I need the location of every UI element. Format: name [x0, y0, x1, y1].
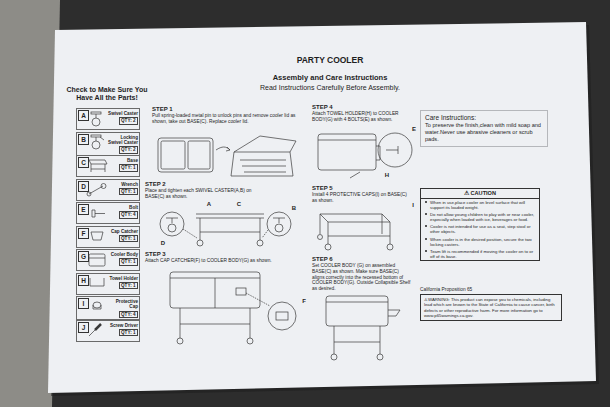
step-text: Attach TOWEL HOLDER(H) to COOLER BODY(G)…	[312, 111, 412, 123]
care-box: Care Instructions:To preserve the finish…	[420, 110, 548, 147]
callout-letter: D	[158, 240, 168, 246]
part-letter: D	[78, 181, 89, 192]
step-heading: STEP 5	[312, 185, 352, 192]
part-quantity: QTY: 1	[119, 164, 138, 172]
part-quantity: QTY: 1	[119, 258, 138, 266]
part-name: Base	[107, 156, 138, 163]
callout-letter: I	[408, 202, 418, 208]
part-quantity: QTY: 4	[119, 211, 138, 219]
subtitle-note: Read Instructions Carefully Before Assem…	[190, 84, 470, 92]
sheet-title: PARTY COOLER	[255, 55, 405, 65]
part-name: Cooler Body	[107, 250, 138, 257]
caution-item: Do not allow young children to play with…	[421, 211, 539, 223]
callout-letter: F	[299, 298, 309, 304]
part-letter: F	[78, 228, 89, 239]
step-illustrations	[158, 133, 412, 360]
part-letter: A	[78, 110, 89, 121]
caution-box: ⚠ CAUTIONWhen in use,place cooler on lev…	[420, 188, 540, 261]
part-row: E BoltQTY: 4	[76, 202, 140, 224]
part-name: Locking Swivel Caster	[107, 133, 138, 146]
step-text: Install 4 PROTECTIVE CAPS(I) on BASE(C) …	[312, 192, 407, 204]
caution-item: When cooler is in the desired position, …	[421, 236, 539, 248]
step-heading: STEP 6	[312, 256, 352, 263]
part-name: Bolt	[107, 203, 138, 210]
part-quantity: QTY: 2	[119, 146, 138, 154]
part-row: B Locking Swivel CasterQTY: 2	[76, 132, 140, 156]
step-heading: STEP 3	[145, 251, 185, 258]
part-name: Wrench	[107, 180, 138, 187]
part-quantity: QTY: 2	[119, 117, 138, 125]
caution-item: When in use,place cooler on level surfac…	[421, 199, 539, 211]
part-letter: J	[78, 322, 89, 333]
parts-heading: Check to Make Sure You Have All the Part…	[58, 86, 156, 103]
part-name: Towel Holder	[107, 274, 138, 281]
callout-letter: B	[289, 205, 299, 211]
step-heading: STEP 4	[312, 104, 352, 111]
part-row: J Screw DriverQTY: 1	[76, 320, 140, 342]
part-row: D WrenchQTY: 1	[76, 179, 140, 201]
care-text: To preserve the finish,clean with mild s…	[425, 122, 543, 143]
warning-frame: ⚠WARNING: This product can expose you to…	[420, 294, 562, 321]
subtitle: Assembly and Care Instructions	[210, 73, 450, 82]
caution-heading: ⚠ CAUTION	[421, 189, 539, 199]
callout-letter: A	[204, 201, 214, 207]
step-text: Pull spring-loaded metal pin to unlock p…	[152, 113, 297, 125]
part-row: C BaseQTY: 1	[76, 155, 140, 177]
part-row: F Cap CatcherQTY: 1	[76, 226, 140, 248]
part-letter: H	[78, 275, 89, 286]
callout-letter: H	[382, 172, 392, 178]
part-letter: C	[78, 157, 89, 168]
warning-heading: California Proposition 65	[420, 287, 562, 293]
part-name: Protective Cap	[107, 297, 138, 310]
step-text: Set COOLER BODY (G) on assembled BASE(C)…	[312, 263, 412, 292]
part-name: Cap Catcher	[107, 227, 138, 234]
warning-text: ⚠WARNING: This product can expose you to…	[424, 297, 558, 318]
caution-item: Cooler is not intended for use as a seat…	[421, 223, 539, 235]
care-heading: Care Instructions:	[425, 114, 543, 122]
callout-letter: C	[234, 201, 244, 207]
part-name: Swivel Caster	[107, 109, 138, 116]
part-row: A Swivel CasterQTY: 2	[76, 108, 140, 130]
part-quantity: QTY: 1	[119, 188, 138, 196]
part-quantity: QTY: 1	[119, 282, 138, 290]
step-text: Place and tighten each SWIVEL CASTER(A,B…	[145, 188, 270, 200]
paper-sheet	[48, 22, 596, 393]
part-quantity: QTY: 4	[119, 311, 138, 319]
part-row: H Towel HolderQTY: 1	[76, 273, 140, 295]
step-text: Attach CAP CATCHER(F) to COOLER BODY(G) …	[145, 258, 295, 264]
step-heading: STEP 2	[145, 181, 185, 188]
callout-letter: E	[409, 126, 419, 132]
part-name: Screw Driver	[107, 321, 138, 328]
warning-box: California Proposition 65 ⚠WARNING: This …	[420, 287, 562, 321]
part-quantity: QTY: 1	[119, 329, 138, 337]
part-letter: I	[78, 298, 89, 309]
part-row: G Cooler BodyQTY: 1	[76, 249, 140, 271]
step-heading: STEP 1	[152, 106, 192, 113]
part-icons	[87, 112, 107, 336]
part-quantity: QTY: 1	[119, 235, 138, 243]
caution-item: Team lift is recommended if moving the c…	[421, 248, 539, 260]
part-letter: B	[78, 134, 89, 145]
part-letter: G	[78, 251, 89, 262]
part-row: I Protective CapQTY: 4	[76, 296, 140, 320]
part-letter: E	[78, 204, 89, 215]
